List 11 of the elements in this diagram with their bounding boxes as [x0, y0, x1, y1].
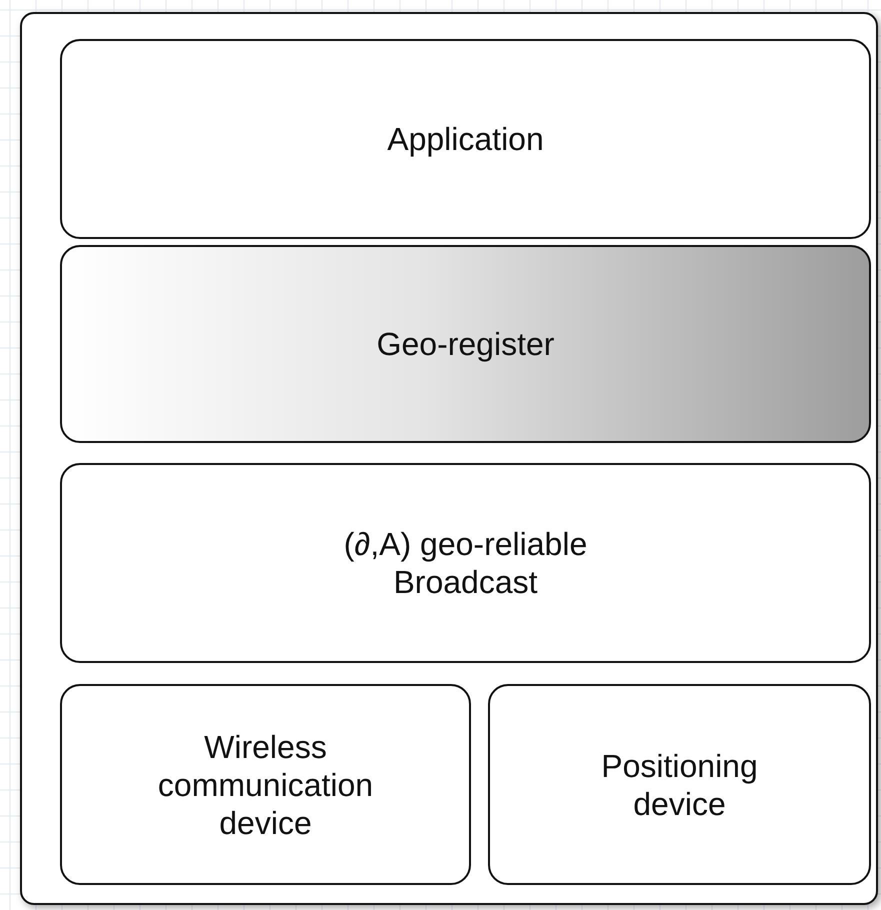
layer-label: Wireless communication device: [156, 728, 374, 842]
layer-box: [60, 245, 871, 443]
frame-box: [20, 12, 878, 905]
layer-box: [60, 463, 871, 663]
layer-label: Application: [387, 120, 544, 158]
device-box: [488, 684, 871, 885]
layer-label: Positioning device: [600, 746, 759, 822]
layer-label: Geo-register: [376, 325, 554, 363]
device-box: [60, 684, 471, 885]
layer-label: (∂,A) geo-reliable Broadcast: [342, 525, 588, 601]
layer-box: [60, 39, 871, 239]
